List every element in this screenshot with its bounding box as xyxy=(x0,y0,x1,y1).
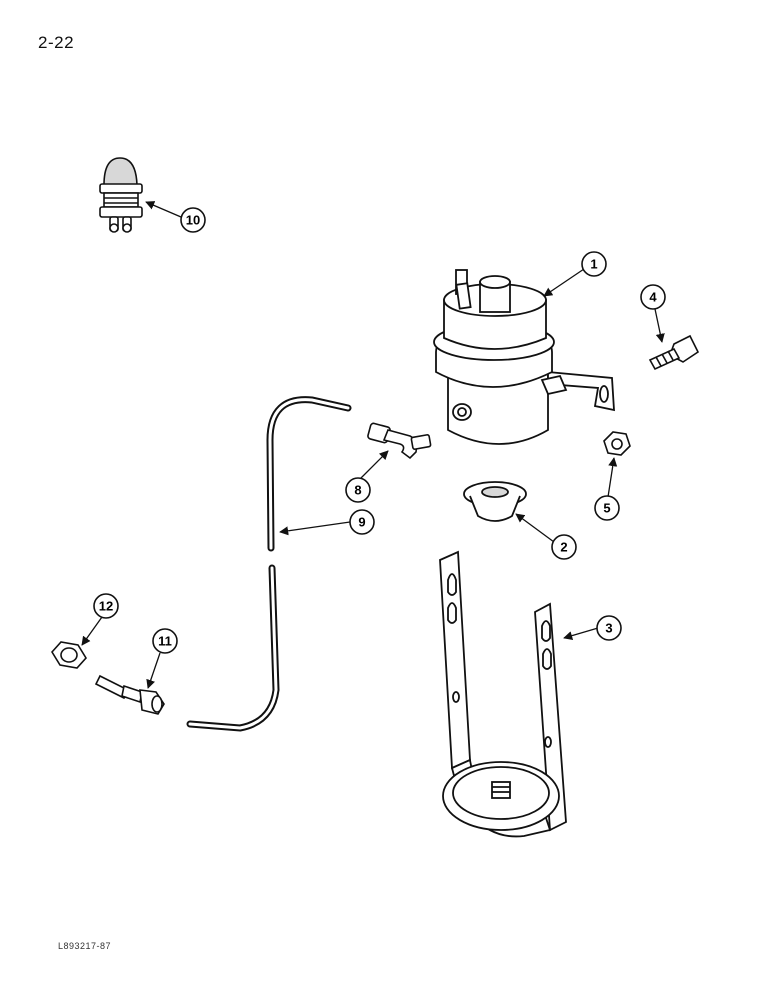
callout-11: 11 xyxy=(152,628,178,654)
callout-8: 8 xyxy=(345,477,371,503)
filter-head-part xyxy=(433,269,615,445)
callout-leaders xyxy=(81,201,665,689)
tubing-part xyxy=(186,396,352,732)
callout-9: 9 xyxy=(349,509,375,535)
tube-connector-part xyxy=(94,674,165,715)
callout-3-label: 3 xyxy=(605,621,612,636)
hex-nut-part xyxy=(603,431,631,456)
callout-11-label: 11 xyxy=(158,634,172,649)
callout-5-label: 5 xyxy=(603,501,610,516)
callout-10-label: 10 xyxy=(186,213,200,228)
elbow-fitting-part xyxy=(367,422,432,460)
page-number: 2-22 xyxy=(38,33,75,52)
callout-3: 3 xyxy=(596,615,622,641)
mounting-bracket-part xyxy=(439,550,567,838)
callout-1-label: 1 xyxy=(590,257,597,272)
indicator-lamp-part xyxy=(99,157,143,233)
fitting-nut-part xyxy=(51,641,87,669)
callout-10: 10 xyxy=(180,207,206,233)
callout-12-label: 12 xyxy=(99,599,113,614)
callout-2-label: 2 xyxy=(560,540,567,555)
reference-code: L893217-87 xyxy=(58,941,112,951)
cap-screw-part xyxy=(648,334,700,371)
callout-5: 5 xyxy=(594,495,620,521)
callout-4-label: 4 xyxy=(649,290,657,305)
callout-2: 2 xyxy=(551,534,577,560)
callout-8-label: 8 xyxy=(354,483,361,498)
callout-12: 12 xyxy=(93,593,119,619)
callout-4: 4 xyxy=(640,284,666,310)
grommet-part xyxy=(463,481,527,522)
callout-9-label: 9 xyxy=(358,515,365,530)
callout-1: 1 xyxy=(581,251,607,277)
